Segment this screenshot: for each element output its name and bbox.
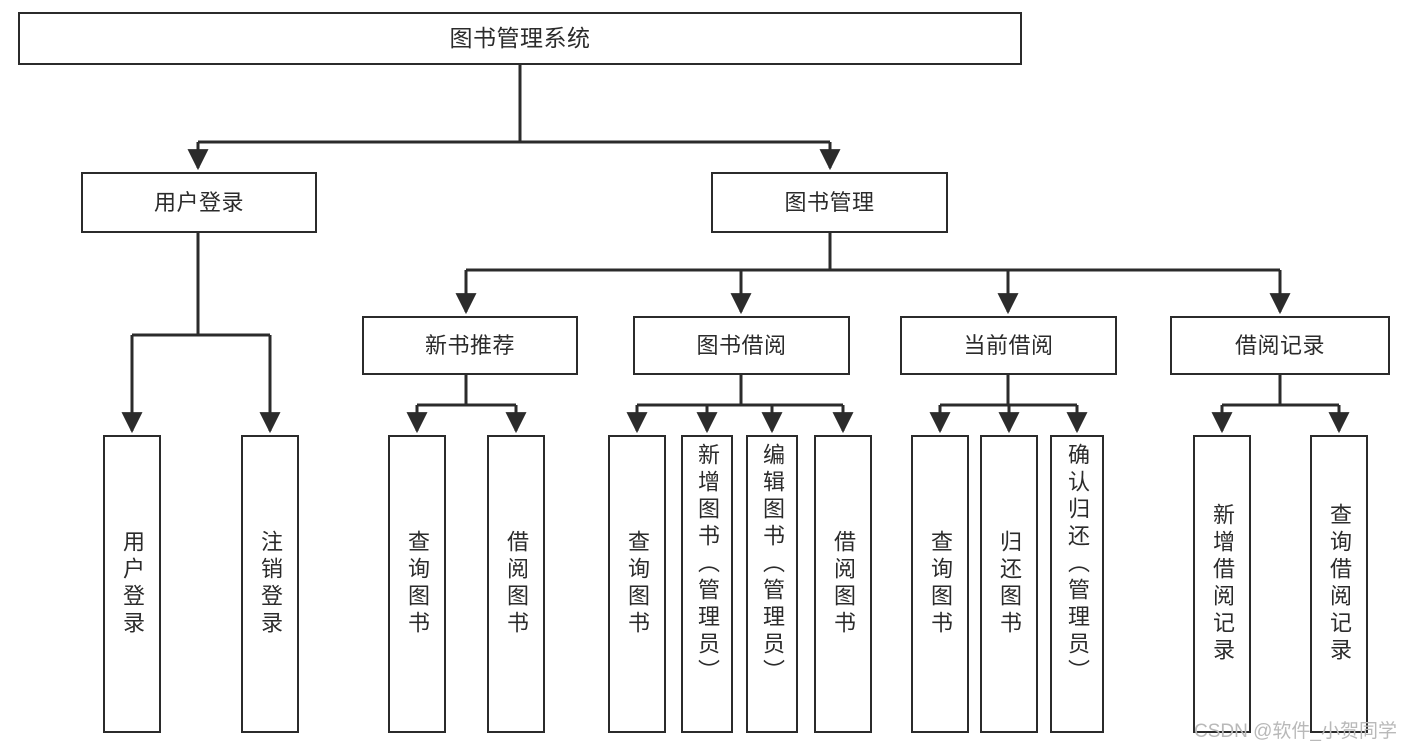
leaf-new-book-borrow-books[interactable]: 借阅图书 — [487, 435, 545, 733]
node-label: 归还图书 — [997, 530, 1022, 638]
node-current-borrowing[interactable]: 当前借阅 — [900, 316, 1117, 375]
node-label: 借阅记录 — [1234, 332, 1325, 358]
leaf-record-query-borrow-record[interactable]: 查询借阅记录 — [1310, 435, 1368, 733]
node-label: 查询借阅记录 — [1327, 503, 1352, 665]
leaf-record-add-borrow-record[interactable]: 新增借阅记录 — [1193, 435, 1251, 733]
node-label: 确认归还（管理员） — [1065, 443, 1090, 686]
node-new-book-recommendation[interactable]: 新书推荐 — [362, 316, 578, 375]
node-label: 借阅图书 — [831, 530, 856, 638]
node-label: 图书管理 — [784, 189, 875, 215]
node-label: 新增图书（管理员） — [695, 443, 720, 686]
leaf-book-borrow-query-books[interactable]: 查询图书 — [608, 435, 666, 733]
node-book-borrowing[interactable]: 图书借阅 — [633, 316, 850, 375]
leaf-user-login-login[interactable]: 用户登录 — [103, 435, 161, 733]
csdn-watermark: CSDN @软件_小贺同学 — [1194, 721, 1397, 742]
node-label: 新书推荐 — [424, 332, 515, 358]
node-label: 查询图书 — [625, 530, 650, 638]
node-label: 图书借阅 — [696, 332, 787, 358]
node-user-login[interactable]: 用户登录 — [81, 172, 317, 233]
leaf-current-borrow-confirm-return-admin[interactable]: 确认归还（管理员） — [1050, 435, 1104, 733]
node-label: 注销登录 — [258, 530, 283, 638]
leaf-user-login-logout[interactable]: 注销登录 — [241, 435, 299, 733]
leaf-book-borrow-add-book-admin[interactable]: 新增图书（管理员） — [681, 435, 733, 733]
node-label: 图书管理系统 — [449, 25, 591, 52]
node-label: 当前借阅 — [963, 332, 1054, 358]
node-label: 查询图书 — [405, 530, 430, 638]
node-label: 查询图书 — [928, 530, 953, 638]
leaf-book-borrow-borrow-books[interactable]: 借阅图书 — [814, 435, 872, 733]
node-book-management[interactable]: 图书管理 — [711, 172, 948, 233]
leaf-current-borrow-return-books[interactable]: 归还图书 — [980, 435, 1038, 733]
leaf-current-borrow-query-books[interactable]: 查询图书 — [911, 435, 969, 733]
node-label: 新增借阅记录 — [1210, 503, 1235, 665]
node-label: 编辑图书（管理员） — [760, 443, 785, 686]
node-borrowing-record[interactable]: 借阅记录 — [1170, 316, 1390, 375]
node-label: 借阅图书 — [504, 530, 529, 638]
node-label: 用户登录 — [153, 189, 244, 215]
leaf-book-borrow-edit-book-admin[interactable]: 编辑图书（管理员） — [746, 435, 798, 733]
node-root-book-management-system[interactable]: 图书管理系统 — [18, 12, 1022, 65]
leaf-new-book-query-books[interactable]: 查询图书 — [388, 435, 446, 733]
node-label: 用户登录 — [120, 530, 145, 638]
